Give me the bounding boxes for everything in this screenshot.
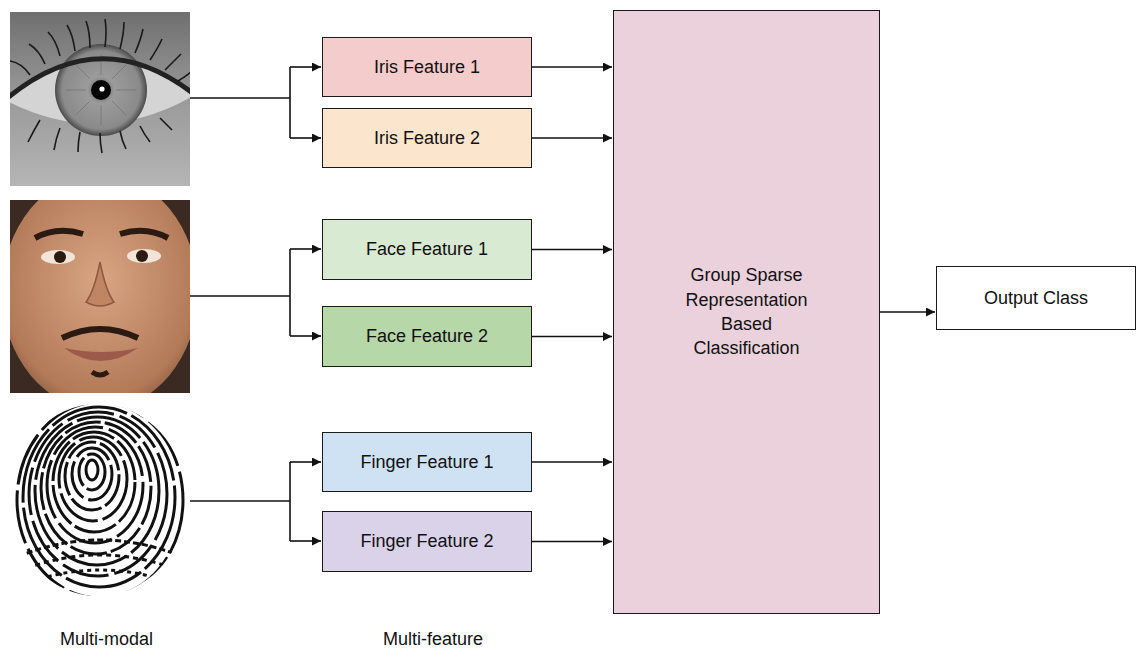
branch-lines (190, 67, 321, 541)
eye-image-part (10, 19, 190, 153)
eye-image-part-part (140, 126, 150, 142)
fingerprint-image-part-part (29, 412, 167, 576)
eye-image-part-part (76, 101, 90, 115)
node-label: Face Feature 2 (366, 324, 488, 348)
eye-image-part-part (120, 22, 124, 49)
eye-image-part (66, 55, 136, 125)
feature-box: Iris Feature 1 (322, 37, 532, 97)
face-image-part (92, 372, 108, 375)
flow-arrow (532, 66, 612, 68)
eye-image-part-part (112, 65, 126, 79)
branch-lines-part (290, 248, 321, 250)
fingerprint-image-part-part (72, 448, 112, 500)
node-label: Group Sparse Representation Based Classi… (672, 263, 822, 360)
face-image-part (127, 249, 161, 263)
branch-lines-part (290, 137, 321, 139)
flow-arrow (532, 461, 612, 463)
eye-image-part (10, 59, 190, 100)
eye-image-part-part (10, 61, 30, 75)
eye-image-part (91, 80, 111, 100)
eye-image-part-part (86, 21, 90, 48)
fingerprint-image-part (10, 402, 190, 598)
eye-image-part-part (66, 90, 86, 91)
face-image-part (54, 251, 66, 263)
classifier-box: Group Sparse Representation Based Classi… (613, 10, 880, 614)
column-caption: Multi-modal (60, 629, 153, 650)
eye-image-part-part (78, 132, 80, 152)
flow-arrow (532, 249, 612, 251)
face-image-part (136, 250, 148, 262)
branch-lines-part (290, 461, 321, 463)
eye-image-part-part (76, 65, 90, 79)
feature-box: Finger Feature 2 (322, 511, 532, 572)
flow-arrow (880, 311, 935, 313)
fingerprint-image-part-part (47, 427, 143, 543)
branch-lines-part (289, 249, 291, 336)
fingerprint-image-part-part (59, 437, 127, 521)
eye-image-part-part (178, 71, 190, 81)
eye-image-part-part (150, 39, 162, 60)
branch-lines-part (289, 462, 291, 541)
fingerprint-image-part-part (10, 540, 190, 560)
eye-image-part-part (101, 105, 102, 125)
fingerprint-image-part-part (53, 432, 135, 532)
eye-image-part-part (135, 29, 143, 53)
branch-lines-part (290, 335, 321, 337)
flow-arrow (532, 336, 612, 338)
flow-arrow (532, 137, 612, 139)
eye-image-part-part (120, 131, 126, 149)
eye-image-part-part (29, 44, 45, 64)
fingerprint-image-part-part (10, 570, 190, 590)
fingerprint-image (10, 402, 190, 598)
eye-image-part-part (112, 101, 126, 115)
fingerprint-image-part-part (65, 442, 119, 510)
fingerprint-image-part-part (23, 407, 175, 587)
eye-image-part-part (165, 54, 181, 70)
eye-image (10, 12, 190, 186)
output-box: Output Class (936, 266, 1136, 330)
node-label: Finger Feature 2 (360, 529, 493, 553)
feature-box: Face Feature 2 (322, 306, 532, 367)
branch-lines-part (290, 66, 321, 68)
eye-image-part-part (100, 133, 102, 153)
branch-lines-part (289, 67, 291, 138)
feature-box: Iris Feature 2 (322, 108, 532, 168)
eye-image-part-part (54, 128, 60, 150)
fingerprint-image-part-part (86, 460, 98, 480)
face-image-part (35, 231, 83, 238)
fingerprint-image-part-part (10, 555, 190, 575)
branch-lines-part (190, 500, 290, 502)
face-image-part (64, 348, 138, 361)
eye-image-part-part (28, 120, 40, 142)
eye-image-part (99, 86, 104, 91)
face-image-part (62, 329, 138, 338)
branch-lines-part (190, 97, 290, 99)
branch-lines-part (290, 540, 321, 542)
face-image-part (10, 200, 190, 393)
face-image (10, 200, 190, 393)
fingerprint-image-part-part (79, 454, 105, 490)
eye-image-part-part (105, 19, 106, 47)
face-image-part (41, 250, 75, 264)
node-label: Face Feature 1 (366, 237, 488, 261)
eye-image-part-part (48, 32, 60, 56)
node-label: Iris Feature 2 (374, 126, 480, 150)
feature-box: Finger Feature 1 (322, 432, 532, 492)
fingerprint-image-part-part (35, 417, 159, 565)
node-label: Iris Feature 1 (374, 55, 480, 79)
flow-arrow (532, 541, 612, 543)
branch-lines-part (190, 295, 290, 297)
eye-image-part-part (160, 118, 172, 130)
column-caption: Multi-feature (383, 629, 483, 650)
face-image-part (86, 262, 114, 306)
face-image-part (120, 231, 168, 238)
node-label: Finger Feature 1 (360, 450, 493, 474)
eye-image-part-part (116, 90, 136, 91)
feature-box: Face Feature 1 (322, 219, 532, 280)
fingerprint-image-part-part (41, 422, 151, 554)
node-label: Output Class (984, 286, 1088, 310)
eye-image-part-part (67, 25, 75, 51)
fingerprint-image-part-part (17, 402, 183, 598)
